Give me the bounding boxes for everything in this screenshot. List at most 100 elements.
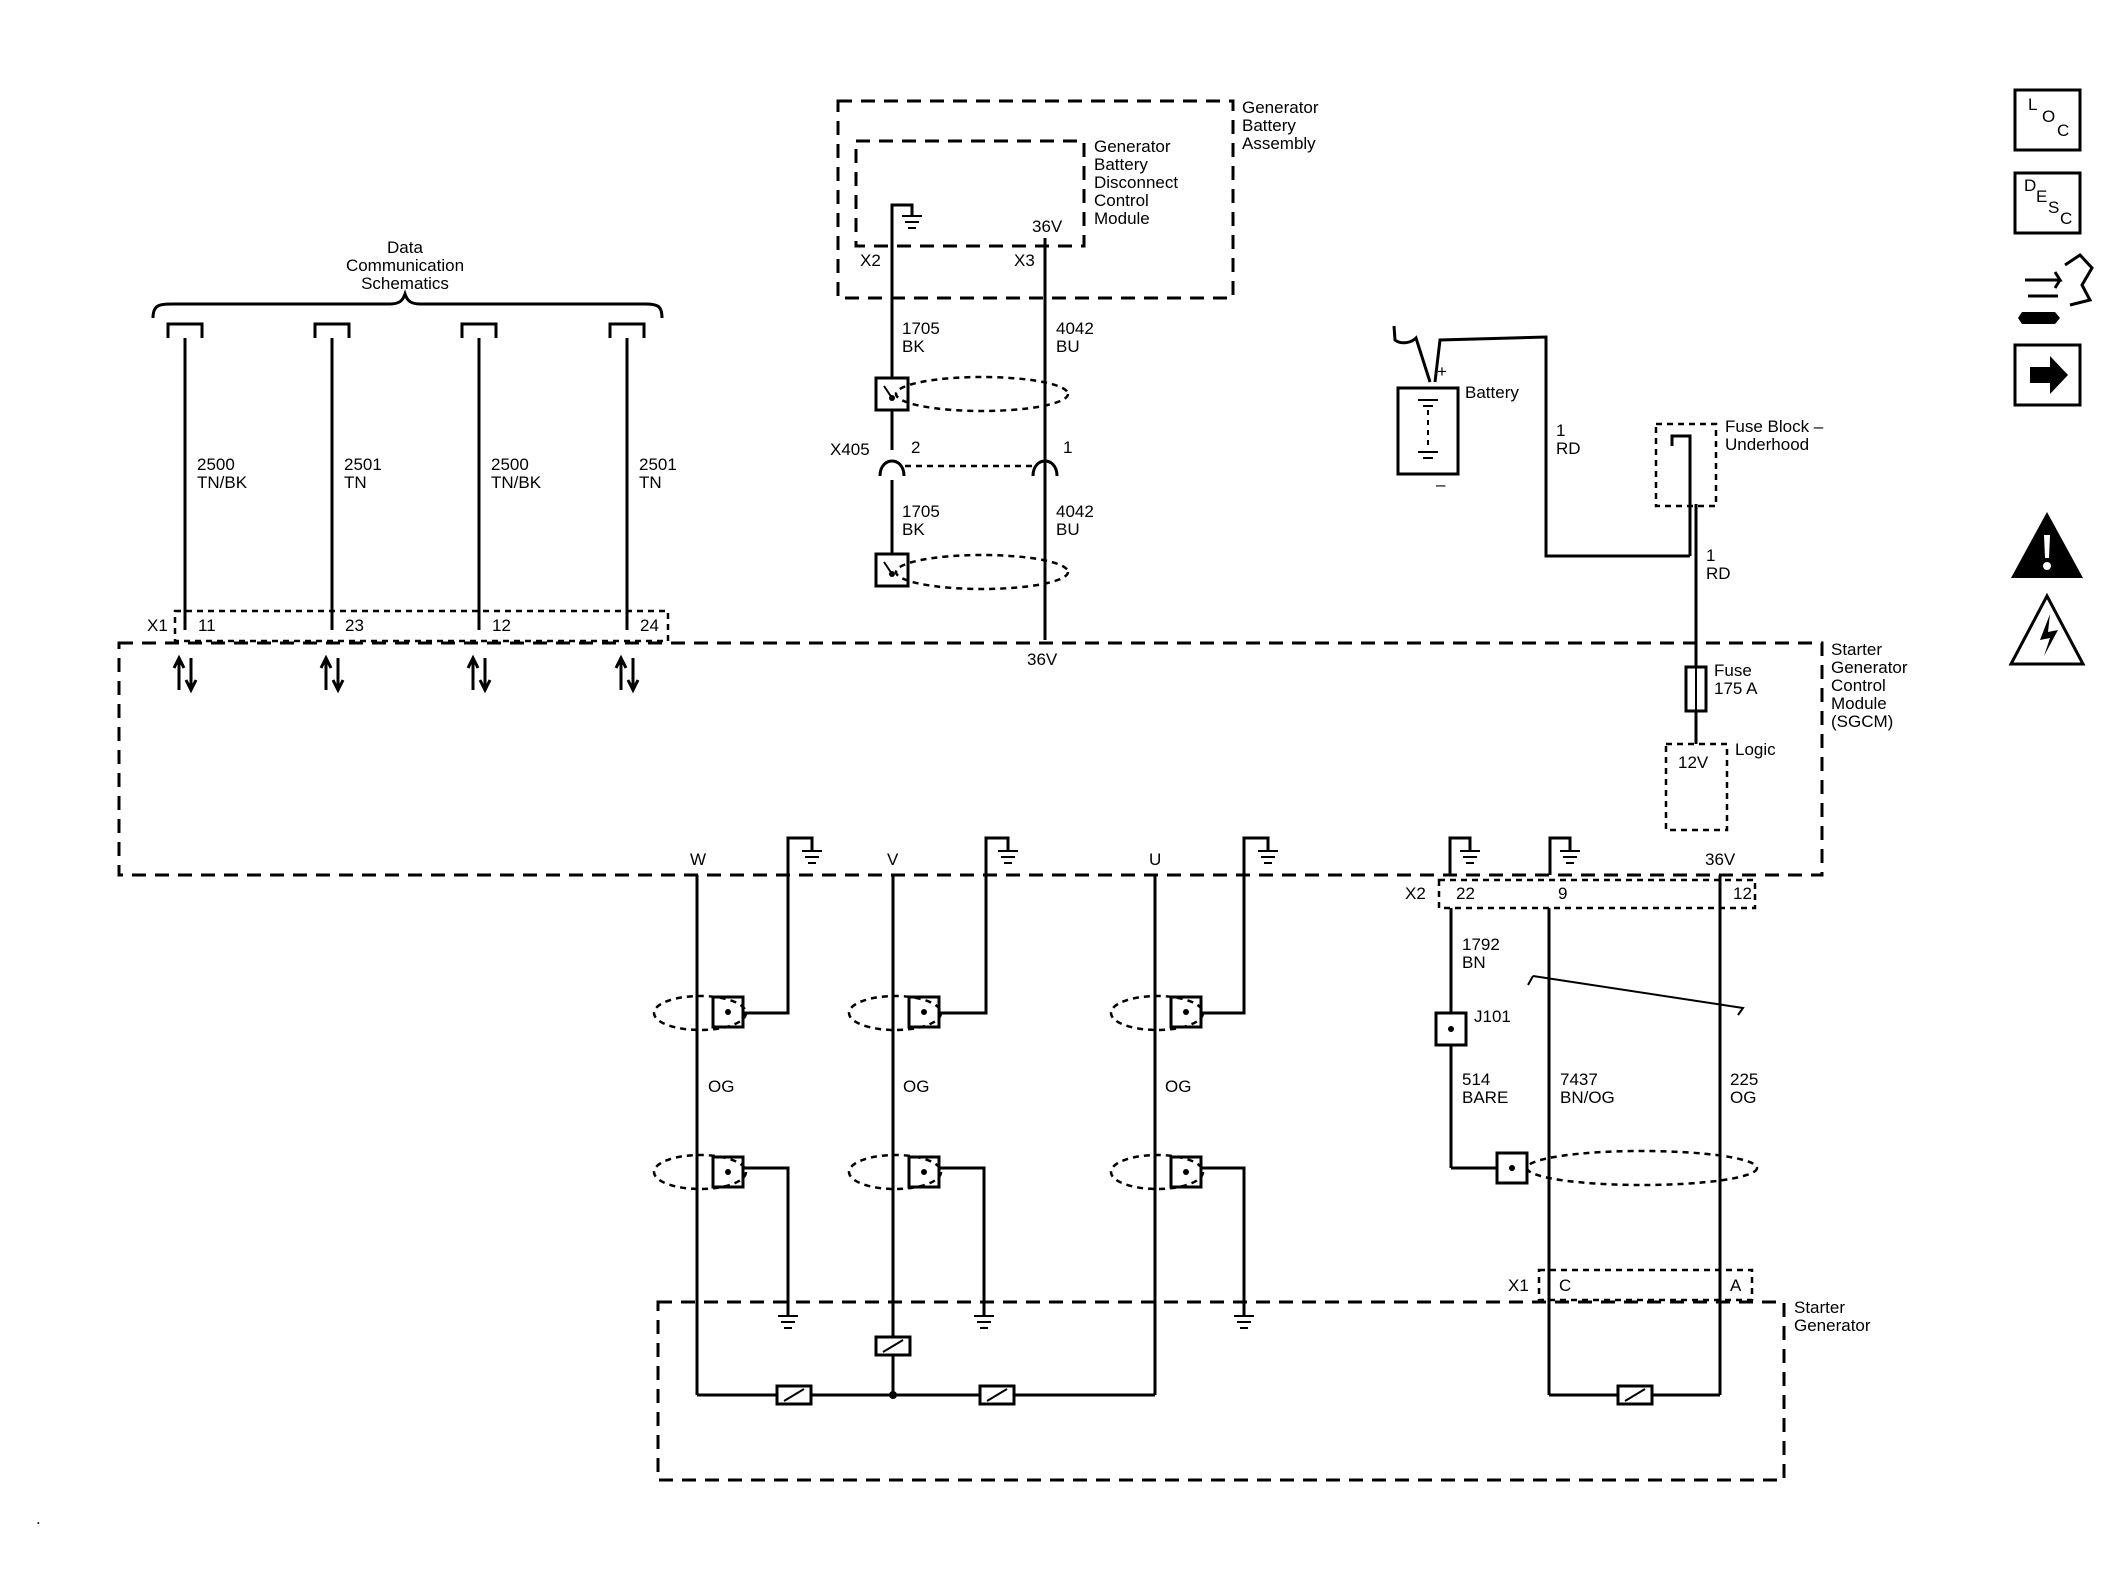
connector-tool-icon[interactable] — [2018, 253, 2094, 324]
data-line-1: 2500 TN/BK 11 — [166, 322, 248, 635]
sgcm-module: Starter Generator Control Module (SGCM) … — [117, 640, 1908, 877]
wire-1705-bot-color: BK — [902, 520, 925, 539]
high-voltage-icon[interactable] — [2008, 592, 2086, 666]
data-wire-2-circuit: 2501 — [344, 455, 382, 474]
x3-connector-label: X3 — [1014, 251, 1035, 270]
shield-drain-top — [874, 376, 910, 412]
gen-battery-wiring: 1705 BK 4042 BU X405 2 1 1705 BK 4042 BU… — [830, 300, 1094, 669]
data-arrows — [172, 654, 640, 694]
gen-batt-assembly-label-3: Assembly — [1242, 134, 1316, 153]
starter-generator: Starter Generator X1 C A — [656, 1268, 1871, 1482]
loc-letter-c: C — [2057, 121, 2069, 140]
wire-514-circuit: 514 — [1462, 1070, 1490, 1089]
data-comm-label-2: Communication — [346, 256, 464, 275]
gen-batt-module-label-1: Generator — [1094, 137, 1171, 156]
battery-section: + – Battery 1 RD Fuse Block – Underhood … — [1392, 325, 1824, 667]
wire-7437-color: BN/OG — [1560, 1088, 1615, 1107]
data-line-2: 2501 TN 23 — [313, 322, 382, 635]
sgcm-label-2: Generator — [1831, 658, 1908, 677]
wire-7437-circuit: 7437 — [1560, 1070, 1598, 1089]
logic-label: Logic — [1735, 740, 1776, 759]
gen-batt-module-label-2: Battery — [1094, 155, 1148, 174]
x1-pin-24: 24 — [640, 616, 659, 635]
data-wire-1-circuit: 2500 — [197, 455, 235, 474]
x2-pin-12: 12 — [1733, 884, 1752, 903]
shield-drain-bottom — [874, 552, 910, 588]
phase-v: V OG — [847, 836, 1018, 1395]
gen-batt-module-label-5: Module — [1094, 209, 1150, 228]
wire-1705-top-circuit: 1705 — [902, 319, 940, 338]
wire-1705-bot-circuit: 1705 — [902, 502, 940, 521]
x405-pin-1: 1 — [1063, 438, 1072, 457]
data-wire-4-circuit: 2501 — [639, 455, 677, 474]
battery-label: Battery — [1465, 383, 1519, 402]
x405-connector-label: X405 — [830, 440, 870, 459]
data-wire-1-color: TN/BK — [197, 473, 248, 492]
starter-generator-label-1: Starter — [1794, 1298, 1845, 1317]
wire-225-color: OG — [1730, 1088, 1756, 1107]
caution-icon[interactable] — [2011, 512, 2083, 578]
data-wire-2-color: TN — [344, 473, 367, 492]
data-line-3: 2500 TN/BK 12 — [460, 322, 542, 635]
x1-pin-23: 23 — [345, 616, 364, 635]
side-icon-bar: L O C D E S C — [2008, 88, 2094, 666]
battery-minus: – — [1436, 475, 1446, 494]
phase-w: W OG — [652, 836, 822, 1395]
x2-right-section: X2 22 9 12 36V 1792 BN J101 514 BARE 743… — [1405, 836, 1758, 1395]
wire-4042-bot-circuit: 4042 — [1056, 502, 1094, 521]
pin-a-label: A — [1730, 1276, 1742, 1295]
data-line-4: 2501 TN 24 — [608, 322, 677, 635]
generator-battery-assembly: Generator Battery Assembly Generator Bat… — [836, 98, 1319, 640]
gen-batt-module-label-4: Control — [1094, 191, 1149, 210]
wire-1-rd-a-circuit: 1 — [1556, 421, 1565, 440]
v36-right-label: 36V — [1705, 850, 1736, 869]
gen-batt-assembly-label-1: Generator — [1242, 98, 1319, 117]
x2-pin-9: 9 — [1558, 884, 1567, 903]
sgcm-label-4: Module — [1831, 694, 1887, 713]
wire-1-rd-a-color: RD — [1556, 439, 1581, 458]
x1-pin-12: 12 — [492, 616, 511, 635]
gen-batt-assembly-label-2: Battery — [1242, 116, 1296, 135]
loc-letter-l: L — [2028, 95, 2037, 114]
pin-c-label: C — [1559, 1276, 1571, 1295]
j101-label: J101 — [1474, 1007, 1511, 1026]
fuse-block-underhood — [1654, 422, 1718, 508]
fuse-label-2: 175 A — [1714, 679, 1758, 698]
next-arrow-icon[interactable] — [2013, 343, 2082, 407]
x1-pin-11: 11 — [198, 616, 216, 635]
data-wire-4-color: TN — [639, 473, 662, 492]
v36-module-label: 36V — [1032, 217, 1063, 236]
fuse-block-label-1: Fuse Block – — [1725, 417, 1824, 436]
data-wire-3-color: TN/BK — [491, 473, 542, 492]
x2-pin-22: 22 — [1456, 884, 1475, 903]
wire-514-color: BARE — [1462, 1088, 1508, 1107]
loc-icon[interactable]: L O C — [2013, 88, 2082, 152]
shield-v-top — [907, 995, 941, 1029]
wire-1-rd-b-circuit: 1 — [1706, 546, 1715, 565]
wire-1705-top-color: BK — [902, 337, 925, 356]
v36-sgcm-label: 36V — [1027, 650, 1058, 669]
loc-letter-o: O — [2042, 107, 2055, 126]
fuse-block-label-2: Underhood — [1725, 435, 1809, 454]
data-comm-label-3: Schematics — [361, 274, 449, 293]
desc-letter-c: C — [2060, 209, 2072, 228]
wire-4042-bot-color: BU — [1056, 520, 1080, 539]
logic-12v-label: 12V — [1678, 753, 1709, 772]
wire-og-v: OG — [903, 1077, 929, 1096]
desc-letter-s: S — [2048, 198, 2059, 217]
starter-generator-label-2: Generator — [1794, 1316, 1871, 1335]
wire-225-circuit: 225 — [1730, 1070, 1758, 1089]
desc-icon[interactable]: D E S C — [2013, 171, 2082, 235]
x1-connector-label-left: X1 — [147, 616, 168, 635]
wire-og-u: OG — [1165, 1077, 1191, 1096]
battery-plus: + — [1437, 362, 1447, 381]
desc-letter-e: E — [2036, 187, 2047, 206]
wire-og-w: OG — [708, 1077, 734, 1096]
phase-w-label: W — [690, 850, 706, 869]
x405-pin-2: 2 — [911, 438, 920, 457]
data-comm-label-1: Data — [387, 238, 423, 257]
sgcm-label-3: Control — [1831, 676, 1886, 695]
data-communication-section: Data Communication Schematics 2500 TN/BK… — [147, 238, 677, 694]
wire-1-rd-b-color: RD — [1706, 564, 1731, 583]
